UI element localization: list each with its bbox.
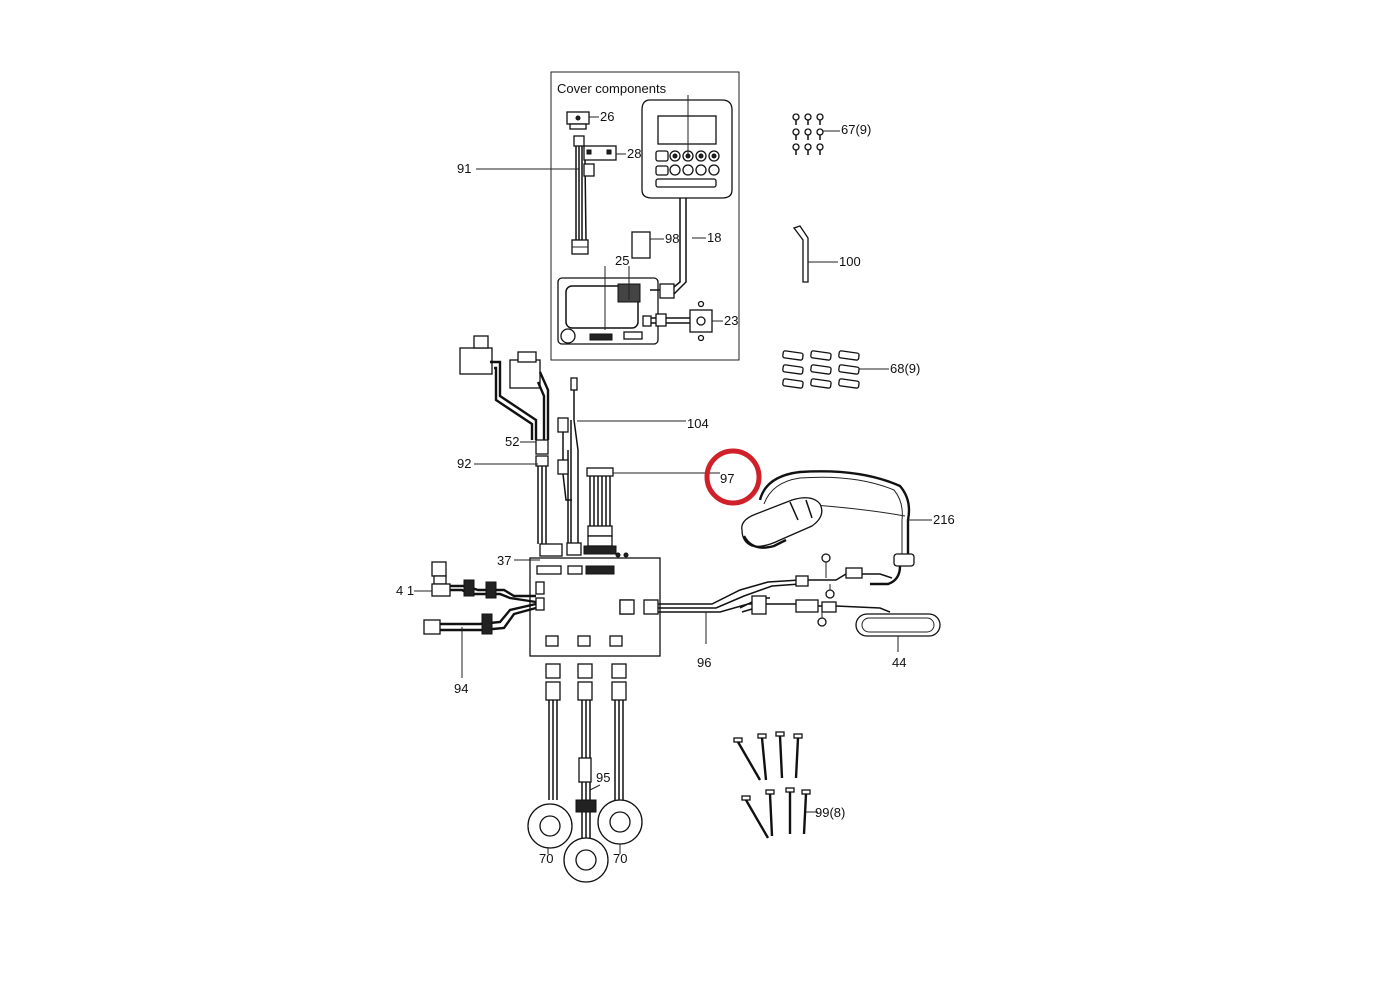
- label-26: 26: [600, 109, 614, 124]
- label-52: 52: [505, 434, 519, 449]
- label-95: 95: [596, 770, 610, 785]
- part-91-harness: [571, 135, 595, 255]
- label-216: 216: [933, 512, 955, 527]
- part-70-sensor-right: [597, 663, 643, 845]
- part-104-harness: [557, 377, 579, 544]
- label-25: 25: [615, 253, 629, 268]
- label-99: 99(8): [815, 805, 845, 820]
- label-28: 28: [627, 146, 641, 161]
- label-37: 37: [497, 553, 511, 568]
- label-94: 94: [454, 681, 468, 696]
- part-28-board: [583, 145, 617, 161]
- part-97-ribbon-cable: [583, 467, 617, 555]
- part-68-clips: [782, 350, 860, 389]
- label-91: 91: [457, 161, 471, 176]
- label-44: 44: [892, 655, 906, 670]
- label-18: 18: [707, 230, 721, 245]
- cover-components-title: Cover components: [557, 81, 667, 96]
- part-37-controller-box: [529, 542, 661, 657]
- part-216-pump-assembly: [741, 470, 915, 586]
- part-23-sensor: [651, 300, 713, 342]
- part-44-heater: [855, 613, 941, 637]
- part-18-control-panel: [641, 95, 733, 295]
- label-67: 67(9): [841, 122, 871, 137]
- label-23: 23: [724, 313, 738, 328]
- label-68: 68(9): [890, 361, 920, 376]
- part-99-screws: [733, 731, 811, 839]
- label-41: 4 1: [396, 583, 414, 598]
- label-97: 97: [720, 471, 734, 486]
- part-98-module: [631, 231, 651, 259]
- highlight-circle: [704, 448, 762, 506]
- label-100: 100: [839, 254, 861, 269]
- label-92: 92: [457, 456, 471, 471]
- label-96: 96: [697, 655, 711, 670]
- label-98: 98: [665, 231, 679, 246]
- label-104: 104: [687, 416, 709, 431]
- part-96-harness: [619, 553, 891, 627]
- part-94-harness: [423, 602, 537, 635]
- part-52-harness: [459, 335, 550, 544]
- part-100-allen-key: [792, 225, 809, 283]
- cover-components-group: Cover components 26 28 91: [457, 71, 740, 361]
- part-95-sensor-center: [563, 663, 609, 883]
- cover-components-frame: [550, 71, 740, 361]
- label-70-left: 70: [539, 851, 553, 866]
- part-25-mainboard: [557, 266, 675, 345]
- part-41-sensor: [431, 561, 537, 604]
- part-70-sensor-left: [527, 663, 573, 849]
- part-67-screws: [792, 113, 824, 155]
- label-70-right: 70: [613, 851, 627, 866]
- part-26-connector: [566, 111, 590, 130]
